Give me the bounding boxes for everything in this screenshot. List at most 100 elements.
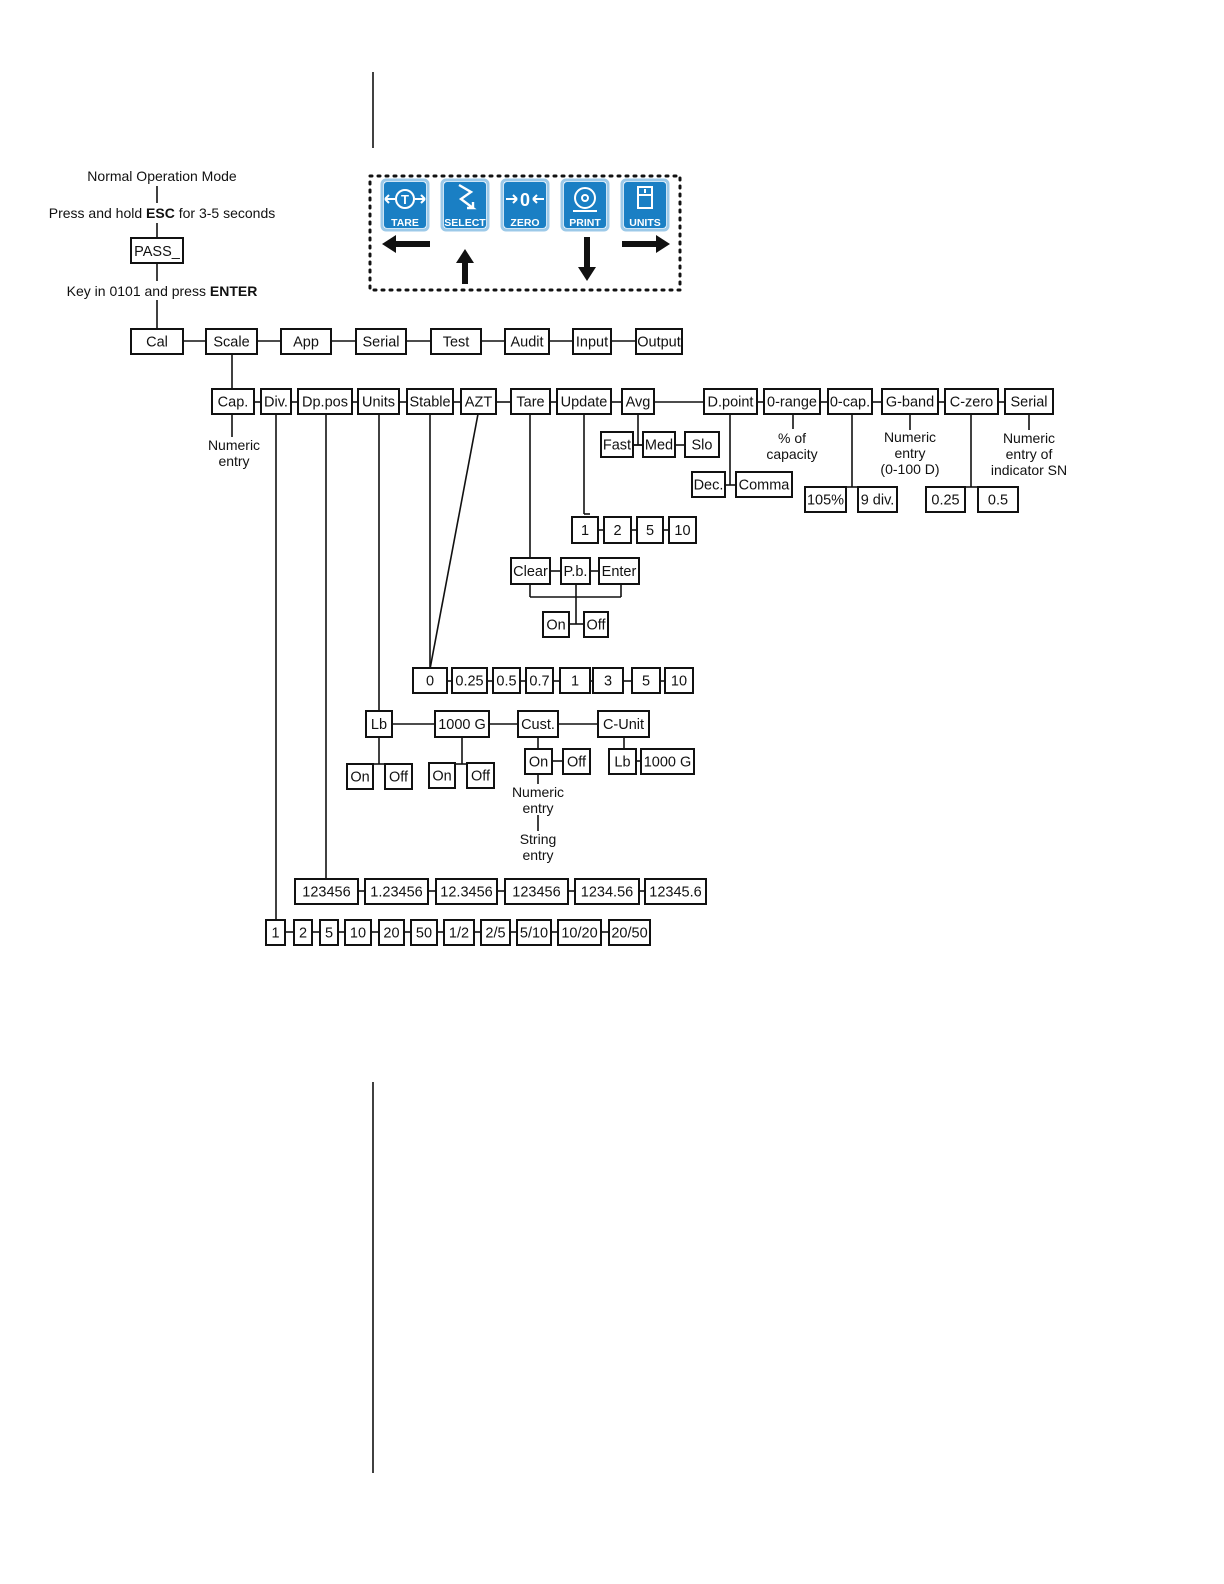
svg-text:Update: Update — [561, 395, 608, 411]
menu-box-input: Input — [572, 328, 612, 355]
svg-text:Stable: Stable — [409, 395, 450, 411]
svg-text:0.5: 0.5 — [496, 674, 516, 690]
scale-box-serial: Serial — [1004, 388, 1054, 415]
svg-text:On: On — [432, 769, 451, 785]
svg-text:1234.56: 1234.56 — [581, 885, 633, 901]
units-key: UNITS — [620, 178, 670, 232]
avg-box-slo: Slo — [684, 431, 720, 458]
scale-box-g-band: G-band — [881, 388, 939, 415]
print-icon — [573, 187, 597, 212]
svg-text:Avg: Avg — [626, 395, 651, 411]
svg-text:0.5: 0.5 — [988, 493, 1008, 509]
stable-azt-box-0-25: 0.25 — [451, 667, 488, 694]
svg-text:C-zero: C-zero — [950, 395, 994, 411]
scale-box-0-cap: 0-cap. — [827, 388, 873, 415]
update-box-2: 2 — [603, 516, 632, 544]
svg-text:Dp.pos: Dp.pos — [302, 395, 348, 411]
svg-text:1: 1 — [581, 523, 589, 539]
units-box-lb: Lb — [365, 710, 393, 738]
scale-box-dp-pos: Dp.pos — [297, 388, 353, 415]
div-box-5-10: 5/10 — [516, 919, 552, 946]
svg-text:indicator SN: indicator SN — [991, 462, 1067, 478]
menu-box-serial: Serial — [355, 328, 407, 355]
up-arrow-icon — [456, 249, 474, 284]
svg-text:PRINT: PRINT — [569, 217, 601, 229]
left-arrow-icon — [382, 235, 430, 253]
svg-text:Div.: Div. — [264, 395, 288, 411]
svg-text:Enter: Enter — [602, 564, 637, 580]
stable-azt-box-0-7: 0.7 — [525, 667, 554, 694]
avg-box-med: Med — [642, 431, 676, 458]
svg-text:Med: Med — [645, 438, 673, 454]
key-panel — [368, 174, 682, 292]
dppos-box-12-3456: 12.3456 — [435, 878, 498, 905]
svg-text:entry: entry — [522, 847, 553, 863]
svg-text:Output: Output — [637, 335, 681, 351]
svg-text:Audit: Audit — [510, 335, 543, 351]
tare-onoff-box-on: On — [542, 611, 570, 638]
cust-onoff-box-on: On — [524, 748, 553, 775]
normal-mode-text: Normal Operation Mode — [87, 168, 237, 184]
units-icon — [637, 186, 653, 209]
tare-icon: T — [384, 189, 426, 209]
svg-text:Test: Test — [443, 335, 470, 351]
div-box-20-50: 20/50 — [608, 919, 651, 946]
menu-box-output: Output — [635, 328, 683, 355]
svg-text:105%: 105% — [807, 493, 844, 509]
svg-text:Fast: Fast — [603, 438, 631, 454]
g-onoff-box-on: On — [428, 762, 456, 789]
svg-text:ZERO: ZERO — [510, 217, 539, 229]
key-in-text: Key in 0101 and press ENTER — [67, 283, 258, 299]
svg-text:Off: Off — [586, 618, 606, 634]
stable-azt-box-3: 3 — [592, 667, 624, 694]
svg-text:0: 0 — [426, 674, 434, 690]
down-arrow-icon — [578, 237, 596, 281]
update-box-5: 5 — [636, 516, 664, 544]
stable-azt-box-10: 10 — [664, 667, 694, 694]
svg-text:Lb: Lb — [371, 717, 387, 733]
svg-text:Input: Input — [576, 335, 608, 351]
svg-text:Numeric: Numeric — [884, 429, 936, 445]
dppos-box-1-23456: 1.23456 — [364, 878, 429, 905]
lb-onoff-box-on: On — [346, 763, 374, 790]
stable-azt-box-5: 5 — [631, 667, 661, 694]
svg-text:0-range: 0-range — [767, 395, 817, 411]
scale-box-c-zero: C-zero — [944, 388, 999, 415]
svg-text:(0-100 D): (0-100 D) — [880, 461, 939, 477]
svg-text:50: 50 — [416, 926, 432, 942]
div-box-10-20: 10/20 — [557, 919, 602, 946]
scale-box-stable: Stable — [406, 388, 454, 415]
select-icon — [458, 183, 477, 210]
svg-text:0.7: 0.7 — [529, 674, 549, 690]
svg-text:5: 5 — [646, 523, 654, 539]
svg-text:% of: % of — [778, 430, 806, 446]
svg-text:Slo: Slo — [692, 438, 713, 454]
zerocap-box-9-div: 9 div. — [857, 486, 898, 513]
dpoint-box-dec: Dec. — [691, 471, 726, 498]
svg-text:Cust.: Cust. — [521, 717, 555, 733]
cunit-box-lb: Lb — [608, 748, 637, 775]
menu-box-scale: Scale — [205, 328, 258, 355]
avg-box-fast: Fast — [600, 431, 634, 458]
dppos-box-1234-56: 1234.56 — [574, 878, 640, 905]
svg-text:entry: entry — [522, 800, 553, 816]
svg-text:TARE: TARE — [391, 217, 419, 229]
svg-text:10: 10 — [671, 674, 687, 690]
cust-onoff-box-off: Off — [562, 748, 591, 775]
svg-text:PASS_: PASS_ — [134, 244, 181, 260]
svg-text:G-band: G-band — [886, 395, 934, 411]
select-key: SELECT — [440, 178, 490, 232]
dppos-box-123456: 123456 — [504, 878, 569, 905]
scale-box-0-range: 0-range — [763, 388, 821, 415]
units-box-c-unit: C-Unit — [597, 710, 650, 738]
svg-text:Cal: Cal — [146, 335, 168, 351]
svg-text:10/20: 10/20 — [561, 926, 597, 942]
svg-text:entry: entry — [218, 453, 249, 469]
div-box-10: 10 — [344, 919, 372, 946]
svg-text:Numeric: Numeric — [208, 437, 260, 453]
svg-text:entry of: entry of — [1006, 446, 1053, 462]
svg-text:C-Unit: C-Unit — [603, 717, 644, 733]
